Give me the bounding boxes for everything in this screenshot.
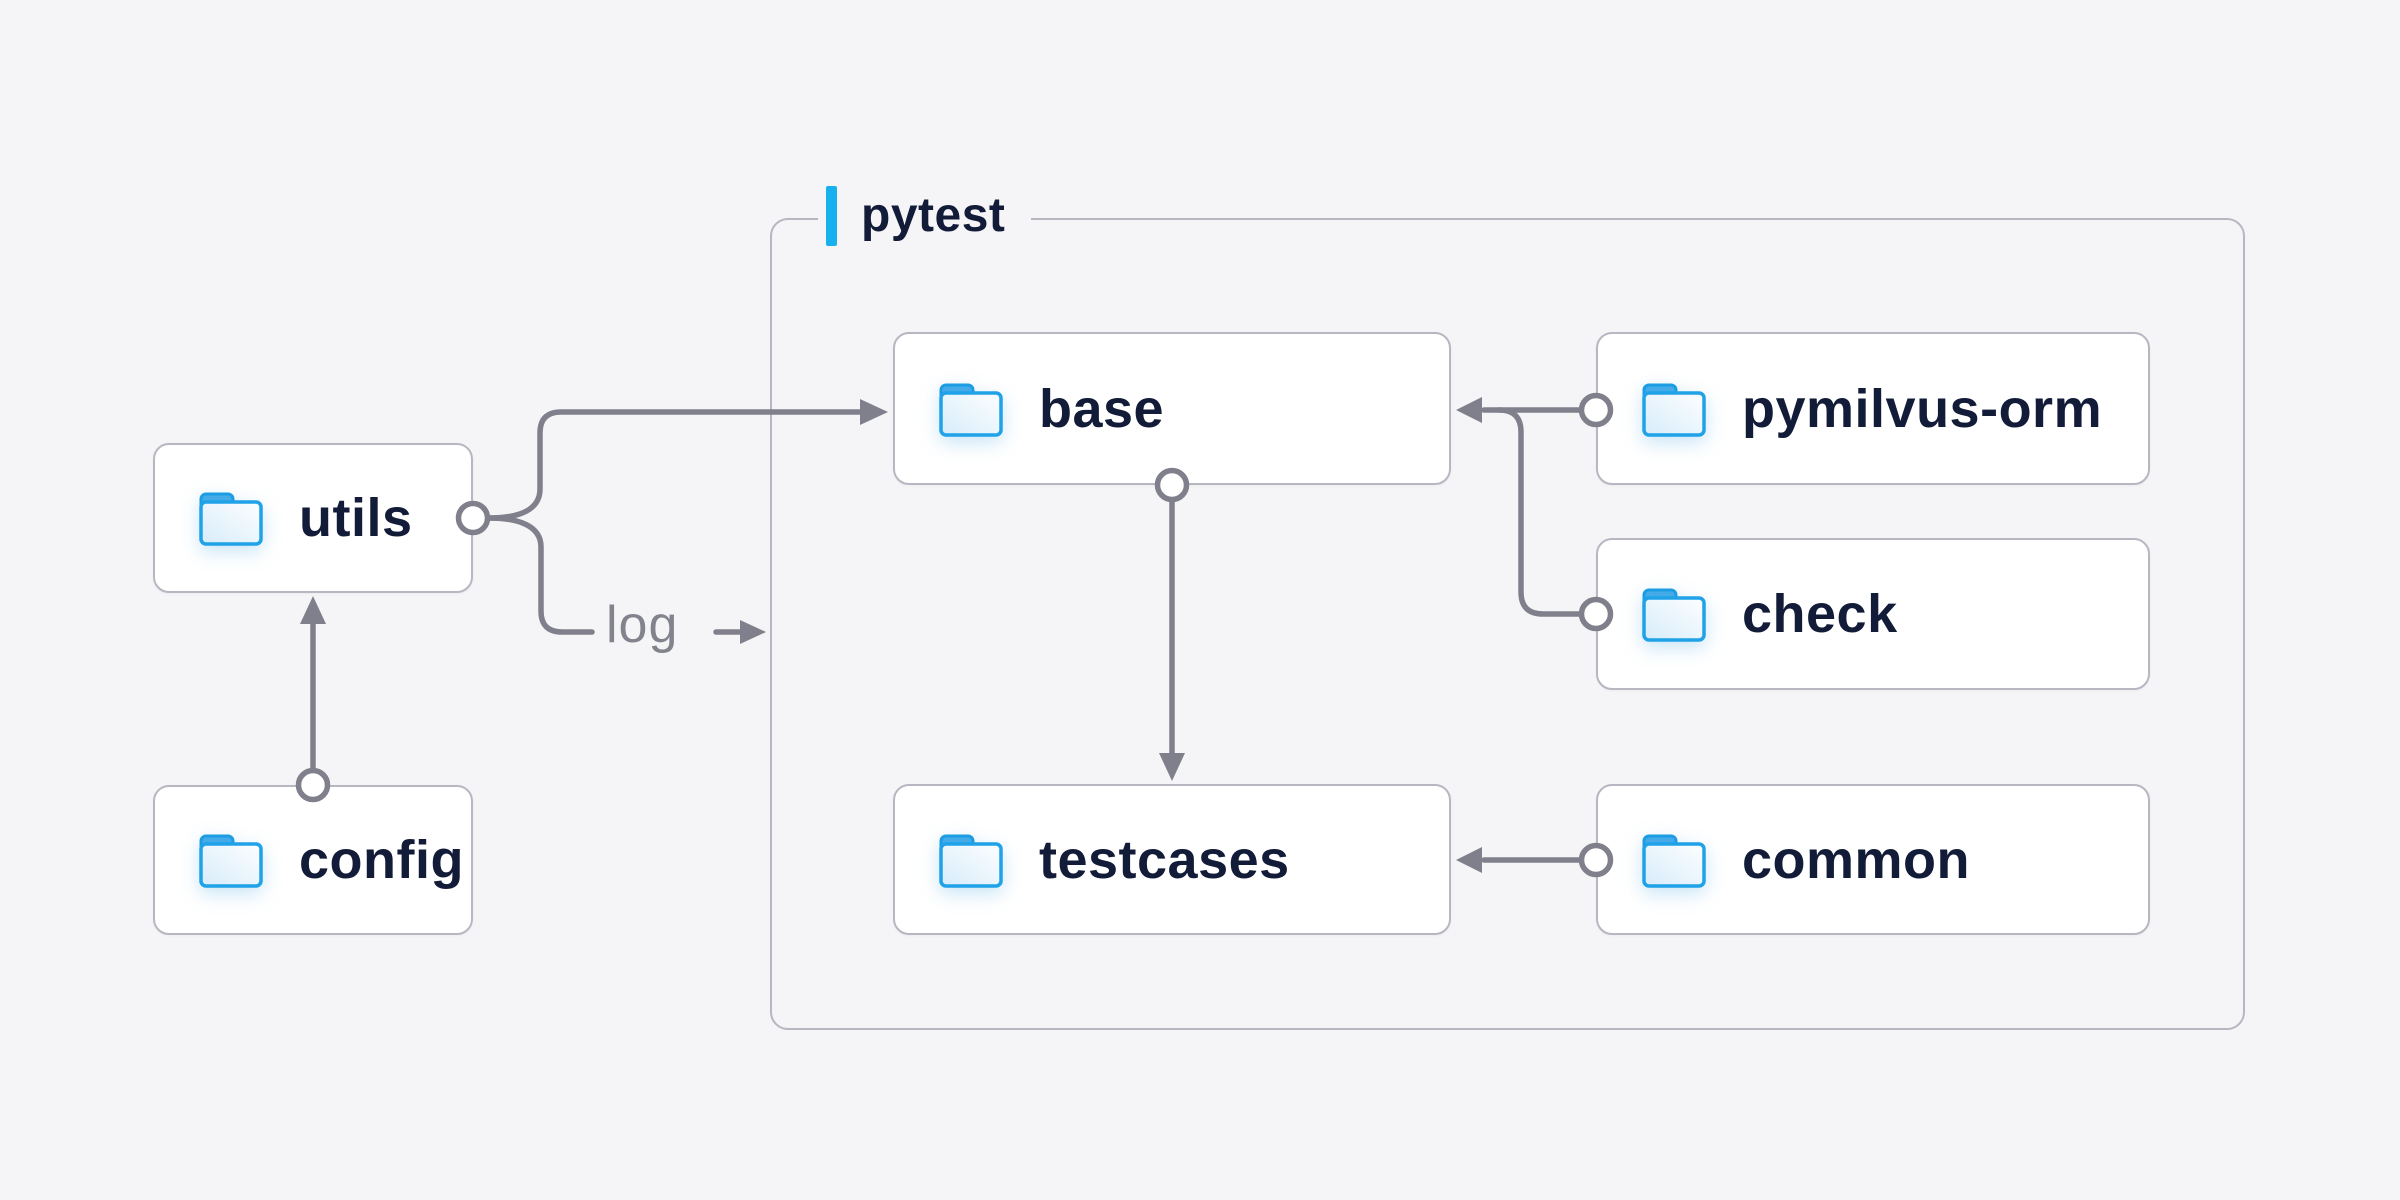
- node-testcases-label: testcases: [1039, 829, 1290, 890]
- folder-icon: [1642, 588, 1706, 642]
- node-common-label: common: [1742, 829, 1971, 890]
- node-check: check: [1596, 538, 2150, 690]
- node-pymilvus-orm: pymilvus-orm: [1596, 332, 2150, 485]
- folder-icon: [199, 492, 263, 546]
- accent-bar: [826, 186, 837, 246]
- node-utils-label: utils: [299, 488, 413, 548]
- folder-icon: [939, 833, 1003, 888]
- folder-icon: [1642, 833, 1706, 888]
- pytest-group-label: pytest: [818, 184, 1032, 248]
- node-common: common: [1596, 784, 2150, 935]
- log-edge-label: log: [606, 596, 679, 654]
- edge-config-utils: [295, 596, 331, 803]
- node-utils: utils: [153, 443, 473, 593]
- node-base-label: base: [1039, 378, 1165, 439]
- node-testcases: testcases: [893, 784, 1451, 935]
- folder-icon: [939, 382, 1003, 437]
- node-pymilvus-orm-label: pymilvus-orm: [1742, 378, 2103, 439]
- node-base: base: [893, 332, 1451, 485]
- node-config: config: [153, 785, 473, 935]
- node-config-label: config: [299, 830, 464, 890]
- pytest-group-title: pytest: [861, 189, 1006, 242]
- node-check-label: check: [1742, 584, 1898, 644]
- folder-icon: [199, 834, 263, 888]
- pytest-group-container: [770, 218, 2245, 1030]
- folder-icon: [1642, 382, 1706, 437]
